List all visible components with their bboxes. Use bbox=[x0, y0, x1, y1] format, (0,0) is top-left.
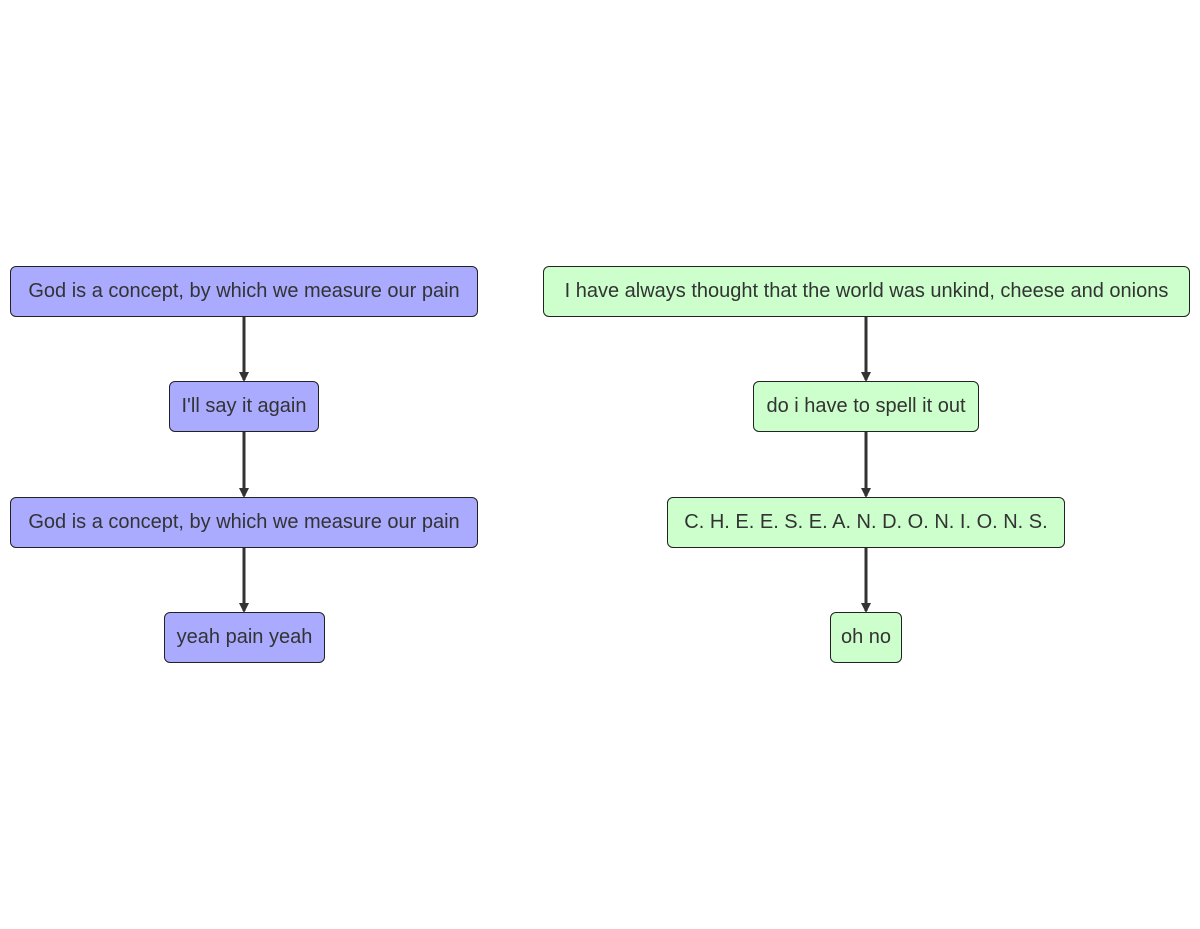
right-node-3: C. H. E. E. S. E. A. N. D. O. N. I. O. N… bbox=[667, 497, 1065, 548]
right-node-2: do i have to spell it out bbox=[753, 381, 979, 432]
right-node-2-label: do i have to spell it out bbox=[766, 395, 966, 417]
left-node-2-label: I'll say it again bbox=[181, 395, 307, 417]
left-node-4: yeah pain yeah bbox=[164, 612, 325, 663]
left-node-1-label: God is a concept, by which we measure ou… bbox=[28, 280, 460, 302]
right-node-1-label: I have always thought that the world was… bbox=[564, 280, 1169, 302]
right-node-4-label: oh no bbox=[840, 626, 892, 648]
left-node-3: God is a concept, by which we measure ou… bbox=[10, 497, 478, 548]
right-node-1: I have always thought that the world was… bbox=[543, 266, 1190, 317]
left-node-4-label: yeah pain yeah bbox=[176, 626, 313, 648]
left-node-3-label: God is a concept, by which we measure ou… bbox=[28, 511, 460, 533]
left-node-2: I'll say it again bbox=[169, 381, 319, 432]
right-node-3-label: C. H. E. E. S. E. A. N. D. O. N. I. O. N… bbox=[684, 511, 1048, 533]
right-node-4: oh no bbox=[830, 612, 902, 663]
left-node-1: God is a concept, by which we measure ou… bbox=[10, 266, 478, 317]
